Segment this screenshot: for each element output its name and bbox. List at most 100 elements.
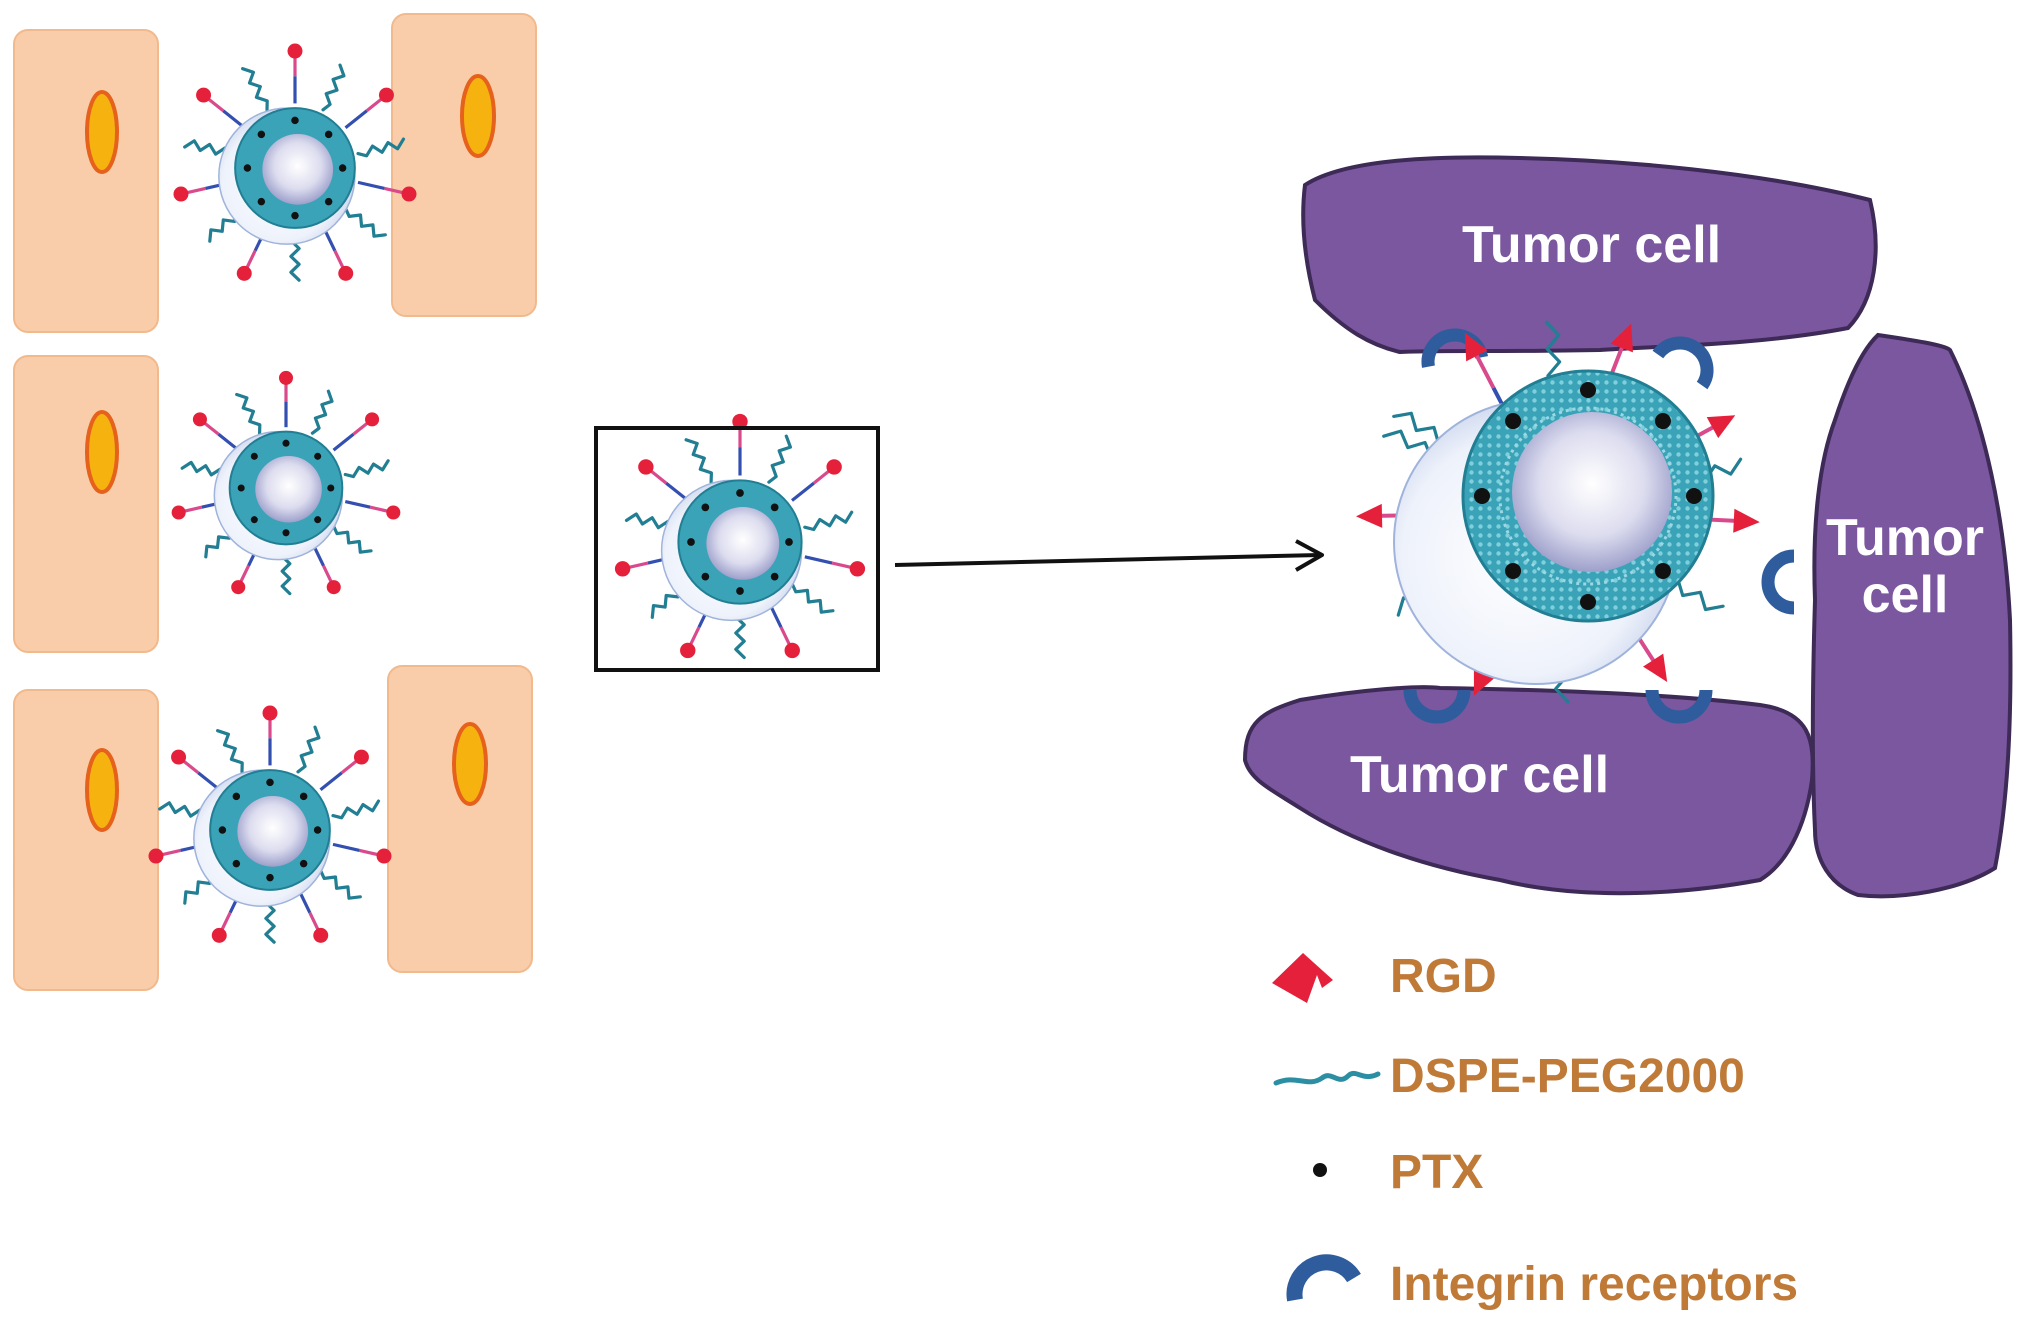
rgd-ligand bbox=[1706, 415, 1736, 439]
rgd-ligand bbox=[1643, 653, 1668, 682]
rgd-ligand bbox=[614, 561, 631, 577]
cell-nucleus bbox=[460, 74, 496, 158]
ptx-dot bbox=[701, 503, 710, 512]
normal-cell bbox=[13, 355, 159, 653]
rgd-ligand bbox=[313, 927, 329, 943]
rgd-ligand bbox=[192, 412, 207, 427]
legend-label-rgd: RGD bbox=[1390, 950, 1497, 1003]
rgd-ligand bbox=[196, 87, 212, 103]
liposome bbox=[148, 705, 392, 944]
normal-cell bbox=[391, 13, 537, 317]
ptx-dot bbox=[1505, 562, 1522, 579]
ptx-dot bbox=[770, 572, 779, 581]
tumor-cell-top bbox=[1301, 155, 1878, 355]
rgd-ligand bbox=[171, 749, 187, 765]
ptx-dot bbox=[338, 164, 347, 172]
ptx-dot bbox=[324, 197, 333, 206]
integrin-receptor-icon bbox=[1761, 549, 1795, 615]
ptx-dot bbox=[701, 572, 710, 581]
ptx-dot bbox=[218, 826, 227, 834]
rgd-ligand bbox=[353, 749, 369, 765]
rgd-ligand bbox=[171, 505, 186, 520]
rgd-ligand bbox=[680, 642, 696, 659]
ptx-dot bbox=[299, 792, 308, 801]
rgd-ligand bbox=[148, 848, 164, 864]
legend: RGD DSPE-PEG2000 PTX Integrin receptors bbox=[1272, 950, 1798, 1311]
tumor-cell-group bbox=[1242, 155, 2013, 899]
tumor-cell-label-top: Tumor cell bbox=[1462, 216, 1721, 274]
ptx-dot bbox=[687, 538, 695, 546]
rgd-ligand bbox=[1610, 323, 1633, 353]
ptx-dot bbox=[1580, 382, 1596, 398]
cell-nucleus bbox=[85, 748, 119, 832]
ptx-dot bbox=[736, 587, 744, 595]
ptx-dot bbox=[266, 778, 274, 787]
integrin-receptor-icon bbox=[1403, 689, 1471, 724]
rgd-ligand bbox=[826, 459, 842, 475]
tumor-cell-label-bottom: Tumor cell bbox=[1350, 746, 1609, 804]
rgd-ligand bbox=[386, 505, 401, 520]
liposome-group bbox=[148, 43, 866, 944]
ptx-dot bbox=[257, 130, 266, 139]
rgd-ligand bbox=[1356, 503, 1383, 528]
rgd-ligand bbox=[784, 642, 800, 659]
ptx-dot bbox=[314, 516, 322, 524]
ptx-dot bbox=[736, 489, 744, 497]
normal-cell bbox=[387, 665, 533, 973]
rgd-ligand bbox=[236, 265, 252, 281]
liposome bbox=[171, 370, 401, 596]
rgd-ligand bbox=[173, 186, 189, 202]
liposome bbox=[614, 413, 866, 660]
cell-nucleus bbox=[452, 722, 488, 806]
ptx-dot bbox=[1580, 594, 1596, 610]
tumor-cell-label-right-line2: cell bbox=[1862, 566, 1949, 624]
ptx-dot bbox=[243, 164, 252, 172]
rgd-ligand bbox=[401, 186, 417, 202]
tumor-cell-right bbox=[1810, 332, 2013, 899]
legend-label-dspe-peg2000: DSPE-PEG2000 bbox=[1390, 1050, 1745, 1103]
peg-chain-icon bbox=[1273, 1070, 1381, 1086]
rgd-ligand-icon bbox=[1272, 953, 1333, 1003]
ptx-dot bbox=[232, 859, 241, 868]
ptx-dot bbox=[313, 826, 322, 834]
liposome bbox=[173, 43, 417, 282]
rgd-ligand bbox=[1733, 508, 1760, 533]
rgd-ligand bbox=[849, 561, 866, 577]
integrin-receptor-group bbox=[1403, 328, 1795, 724]
rgd-ligand bbox=[732, 413, 748, 430]
normal-cell bbox=[13, 29, 159, 333]
ptx-dot bbox=[1654, 413, 1671, 430]
ptx-dot bbox=[314, 452, 322, 460]
targeted-liposome bbox=[1356, 320, 1760, 704]
ptx-dot bbox=[1474, 488, 1490, 504]
rgd-ligand bbox=[262, 705, 278, 721]
cell-nucleus bbox=[85, 410, 119, 494]
ptx-dot bbox=[266, 873, 274, 882]
highlight-box bbox=[594, 426, 880, 672]
ptx-dot bbox=[232, 792, 241, 801]
integrin-receptor-icon bbox=[1652, 336, 1714, 390]
ptx-dot bbox=[257, 197, 266, 206]
rgd-ligand bbox=[287, 43, 303, 59]
ptx-dot bbox=[282, 529, 290, 537]
rgd-ligand bbox=[278, 370, 294, 385]
rgd-ligand bbox=[326, 580, 341, 595]
ptx-dot bbox=[250, 452, 258, 460]
ptx-dot bbox=[291, 116, 299, 125]
ptx-dot bbox=[291, 211, 299, 220]
rgd-ligand bbox=[378, 87, 394, 103]
ptx-dot bbox=[299, 859, 308, 868]
ptx-dot bbox=[282, 439, 290, 447]
ptx-dot bbox=[1505, 413, 1522, 430]
integrin-receptor-icon bbox=[1645, 689, 1713, 724]
rgd-ligand bbox=[638, 459, 654, 475]
ptx-dot bbox=[1654, 562, 1671, 579]
rgd-ligand bbox=[231, 580, 246, 595]
ptx-dot bbox=[327, 484, 335, 492]
legend-label-integrin-receptors: Integrin receptors bbox=[1390, 1258, 1798, 1311]
ptx-dot bbox=[1686, 488, 1702, 504]
ptx-dot bbox=[237, 484, 245, 492]
rgd-ligand bbox=[211, 927, 227, 943]
normal-cell-group bbox=[13, 13, 537, 991]
